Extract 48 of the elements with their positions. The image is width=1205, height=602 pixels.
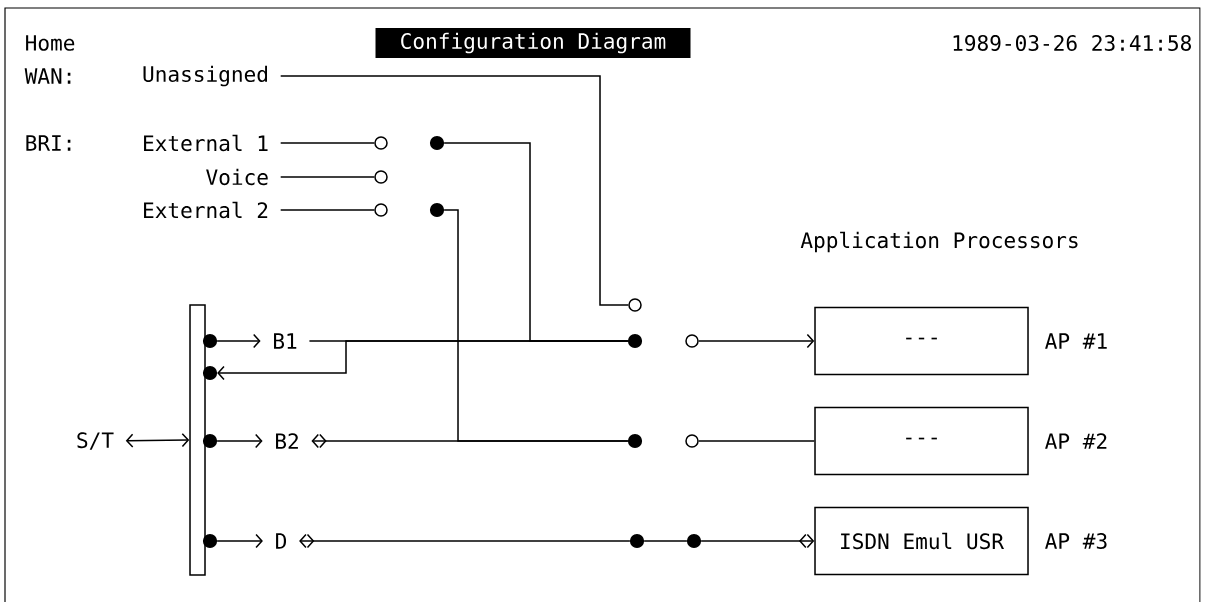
connector xyxy=(216,533,263,549)
connector xyxy=(279,176,375,178)
closed-terminal xyxy=(629,533,645,549)
connector xyxy=(279,142,375,144)
open-terminal xyxy=(374,203,388,217)
connector xyxy=(698,440,815,442)
closed-terminal xyxy=(429,202,445,218)
processor-label: AP #3 xyxy=(1045,533,1107,549)
open-terminal xyxy=(628,298,642,312)
connector xyxy=(125,432,190,448)
port-label: Unassigned xyxy=(143,65,267,87)
connector xyxy=(311,433,629,449)
processor-box: --- xyxy=(814,406,1029,476)
group-heading: Application Processors xyxy=(800,231,1078,253)
port-label: S/T xyxy=(77,432,114,450)
open-terminal xyxy=(374,170,388,184)
section-label: BRI: xyxy=(26,135,71,151)
connector xyxy=(698,333,815,349)
title-bar: Configuration Diagram xyxy=(375,28,691,58)
section-label: WAN: xyxy=(24,68,71,84)
connector xyxy=(308,340,629,342)
closed-terminal xyxy=(429,135,445,151)
connector xyxy=(279,209,375,211)
port-label: B2 xyxy=(276,433,298,449)
connector xyxy=(643,540,688,542)
port-label: D xyxy=(276,533,287,549)
processor-label: AP #1 xyxy=(1045,333,1107,349)
closed-terminal xyxy=(627,333,643,349)
port-label: Voice xyxy=(206,168,268,186)
bus-bar xyxy=(189,304,206,576)
open-terminal xyxy=(685,334,699,348)
connector xyxy=(700,533,815,549)
processor-label: AP #2 xyxy=(1045,433,1107,449)
connector xyxy=(216,433,263,449)
processor-box: --- xyxy=(814,306,1029,376)
open-terminal xyxy=(374,136,388,150)
processor-box: ISDN Emul USR xyxy=(814,506,1029,576)
connector xyxy=(279,75,629,306)
closed-terminal xyxy=(627,433,643,449)
port-label: B1 xyxy=(274,333,297,349)
connector xyxy=(216,333,261,349)
open-terminal xyxy=(685,434,699,448)
port-label: External 2 xyxy=(144,201,268,219)
closed-terminal xyxy=(686,533,702,549)
port-label: External 1 xyxy=(144,134,268,152)
timestamp: 1989-03-26 23:41:58 xyxy=(953,35,1191,51)
screen-label: Home xyxy=(26,35,75,51)
connector xyxy=(299,533,631,549)
